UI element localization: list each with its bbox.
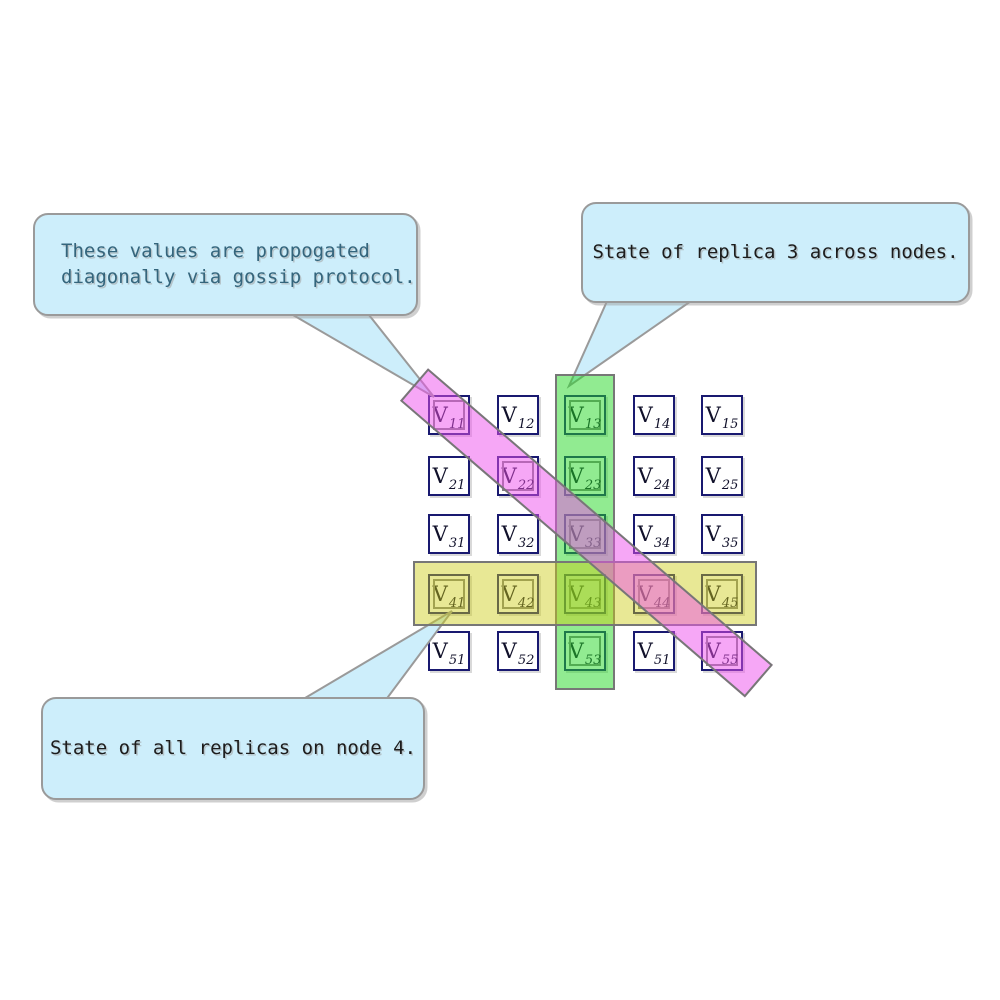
- cell-label: V45: [705, 581, 739, 611]
- matrix-cell: V42: [497, 574, 539, 614]
- cell-label: V52: [501, 638, 535, 668]
- cell-label: V24: [637, 463, 671, 493]
- cell-label: V32: [501, 521, 535, 551]
- matrix-cell: V21: [428, 456, 470, 496]
- callout-text-line: State of replica 3 across nodes.: [592, 240, 959, 263]
- matrix-cell: V34: [633, 514, 675, 554]
- cell-label: V51: [637, 638, 671, 668]
- cell-label: V21: [432, 463, 466, 493]
- matrix-cell: V35: [701, 514, 743, 554]
- matrix-cell: V25: [701, 456, 743, 496]
- matrix-cell: V52: [497, 631, 539, 671]
- cell-label: V35: [705, 521, 739, 551]
- replica-callout-tail: [566, 298, 698, 389]
- node-row-highlight: [413, 561, 757, 626]
- matrix-cell: V24: [633, 456, 675, 496]
- matrix-cell: V51: [428, 631, 470, 671]
- matrix-cell: V51: [633, 631, 675, 671]
- matrix-cell: V32: [497, 514, 539, 554]
- cell-label: V12: [501, 402, 535, 432]
- cell-label: V14: [637, 402, 671, 432]
- matrix-cell: V45: [701, 574, 743, 614]
- cell-label: V42: [501, 581, 535, 611]
- callout-text-line: These values are propogated: [61, 240, 370, 262]
- replica-callout: State of replica 3 across nodes.: [581, 202, 970, 303]
- cell-label: V25: [705, 463, 739, 493]
- cell-label: V41: [432, 581, 466, 611]
- gossip-callout: These values are propogated diagonally v…: [33, 213, 418, 316]
- matrix-cell: V15: [701, 395, 743, 435]
- matrix-cell: V14: [633, 395, 675, 435]
- callout-text-line: diagonally via gossip protocol.: [61, 265, 416, 288]
- matrix-cell: V12: [497, 395, 539, 435]
- callout-text-line: State of all replicas on node 4.: [49, 736, 417, 759]
- node-callout: State of all replicas on node 4.: [41, 697, 425, 800]
- cell-label: V31: [432, 521, 466, 551]
- cell-label: V34: [637, 521, 671, 551]
- cell-label: V15: [705, 402, 739, 432]
- matrix-cell: V31: [428, 514, 470, 554]
- cell-label: V51: [432, 638, 466, 668]
